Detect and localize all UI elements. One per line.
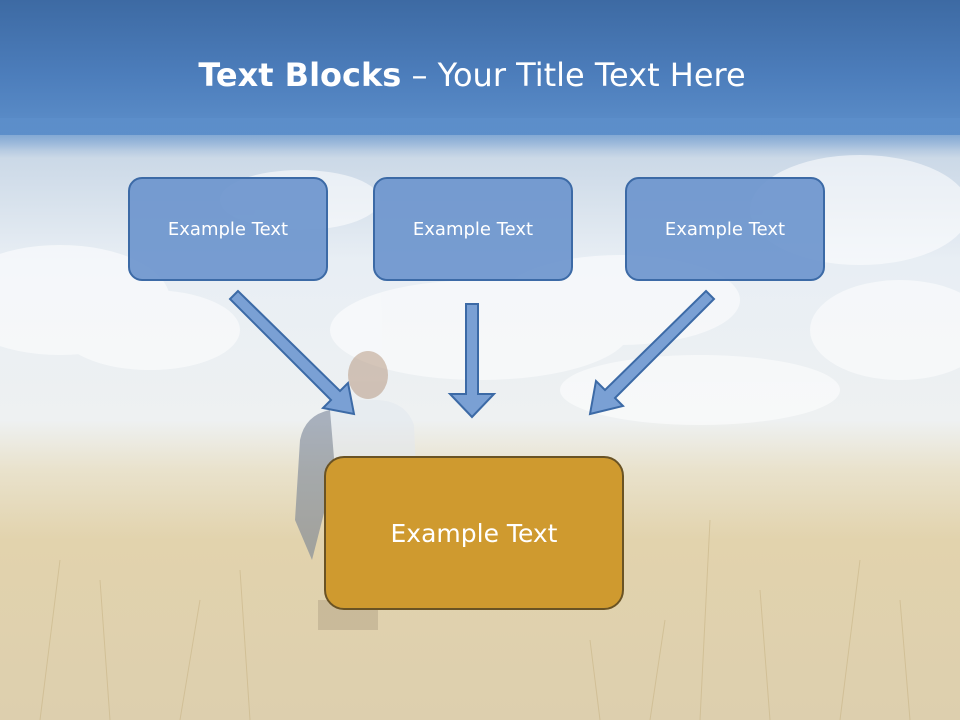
text-block-bottom-label: Example Text — [390, 518, 558, 548]
text-block-bottom[interactable]: Example Text — [324, 456, 624, 610]
arrow-center-down — [447, 303, 497, 419]
wheat-field — [39, 519, 911, 720]
arrow-left-diagonal — [228, 289, 356, 416]
title-band — [0, 0, 960, 135]
slide-title: Text Blocks – Your Title Text Here — [0, 50, 944, 100]
title-bold: Text Blocks — [198, 56, 402, 94]
text-block-center[interactable]: Example Text — [373, 177, 573, 281]
text-block-right-label: Example Text — [664, 218, 786, 240]
title-rest: Your Title Text Here — [437, 56, 746, 94]
arrow-right-diagonal — [588, 289, 716, 416]
text-block-right[interactable]: Example Text — [625, 177, 825, 281]
text-block-left-label: Example Text — [167, 218, 289, 240]
text-block-center-label: Example Text — [412, 218, 534, 240]
title-band-fade — [0, 118, 960, 158]
title-dash: – — [401, 56, 438, 94]
text-block-left[interactable]: Example Text — [128, 177, 328, 281]
